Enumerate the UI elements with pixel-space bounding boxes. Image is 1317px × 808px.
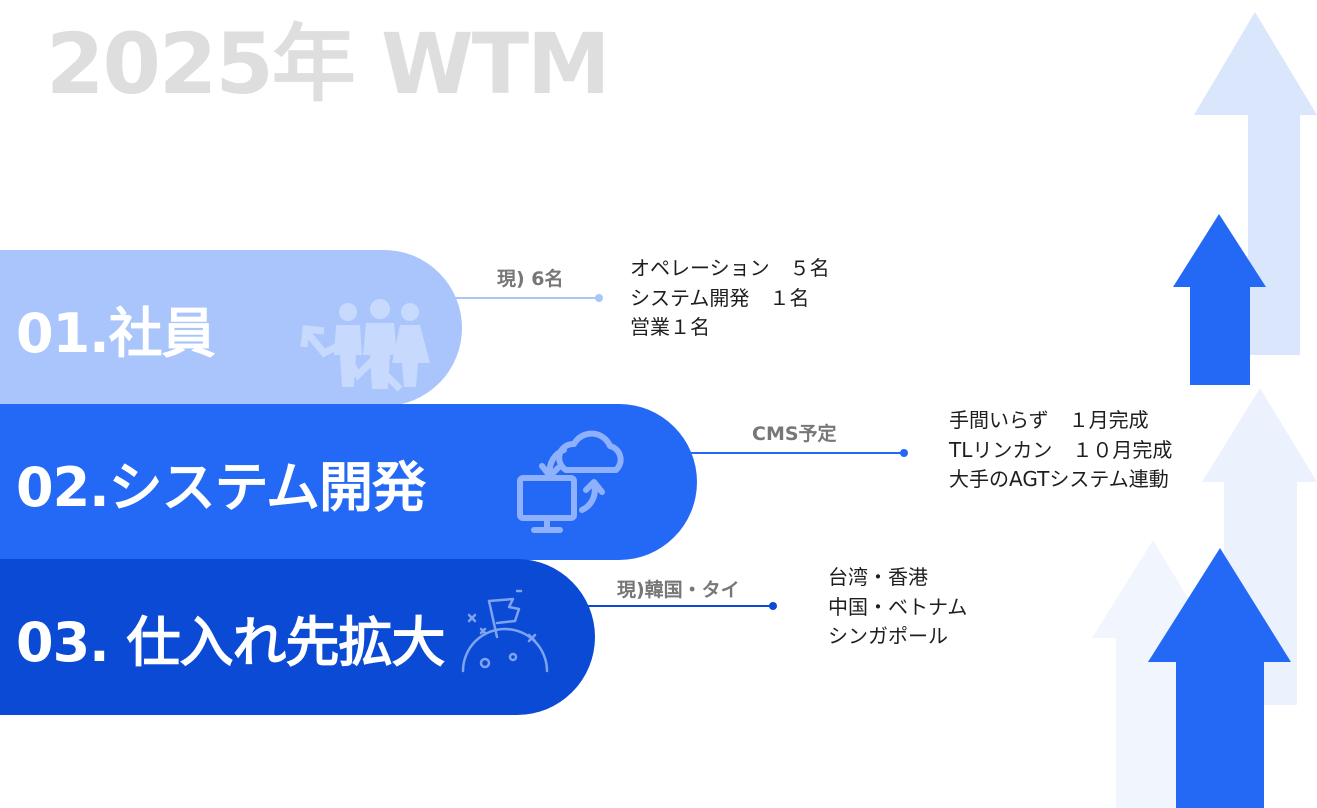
- detail-item: 大手のAGTシステム連動: [949, 467, 1169, 491]
- connector-label-2: CMS予定: [752, 423, 837, 445]
- connector-label-3: 現)韓国・タイ: [617, 579, 740, 601]
- section-label-3: 03. 仕入れ先拡大: [16, 610, 445, 674]
- connector-line-2: [690, 449, 908, 457]
- detail-list-3: 台湾・香港 中国・ベトナム シンガポール: [828, 563, 967, 652]
- detail-item: 台湾・香港: [828, 565, 928, 589]
- detail-item: シンガポール: [828, 624, 948, 648]
- section-label-1: 01.社員: [16, 301, 216, 365]
- team-growth-icon: [300, 299, 430, 392]
- arrow-up-icon: [1148, 548, 1291, 808]
- detail-item: 中国・ベトナム: [828, 594, 968, 619]
- detail-item: オペレーション ５名: [630, 256, 830, 280]
- cloud-sync-computer-icon: [517, 430, 624, 533]
- detail-item: 手間いらず １月完成: [949, 408, 1149, 432]
- section-label-2: 02.システム開発: [16, 455, 426, 519]
- section-pill-3: 03. 仕入れ先拡大: [0, 559, 595, 715]
- connector-line-1: [455, 294, 603, 302]
- section-pill-3-shape: [0, 559, 595, 715]
- arrow-up-icon: [1194, 12, 1317, 355]
- detail-item: システム開発 １名: [630, 285, 810, 310]
- detail-list-2: 手間いらず １月完成 TLリンカン １０月完成 大手のAGTシステム連動: [949, 406, 1172, 495]
- arrow-up-icon: [1173, 214, 1266, 385]
- page-title: 2025年 WTM: [46, 15, 611, 113]
- connector-label-1: 現) 6名: [497, 268, 564, 290]
- section-pill-2-shape: [0, 404, 697, 560]
- detail-list-1: オペレーション ５名 システム開発 １名 営業１名: [630, 254, 830, 343]
- section-pill-1: 01.社員: [0, 250, 462, 406]
- detail-item: 営業１名: [630, 315, 710, 339]
- detail-item: TLリンカン １０月完成: [949, 437, 1173, 462]
- section-pill-2: 02.システム開発: [0, 404, 697, 560]
- flag-on-planet-icon: [461, 589, 549, 673]
- connector-line-3: [588, 602, 777, 610]
